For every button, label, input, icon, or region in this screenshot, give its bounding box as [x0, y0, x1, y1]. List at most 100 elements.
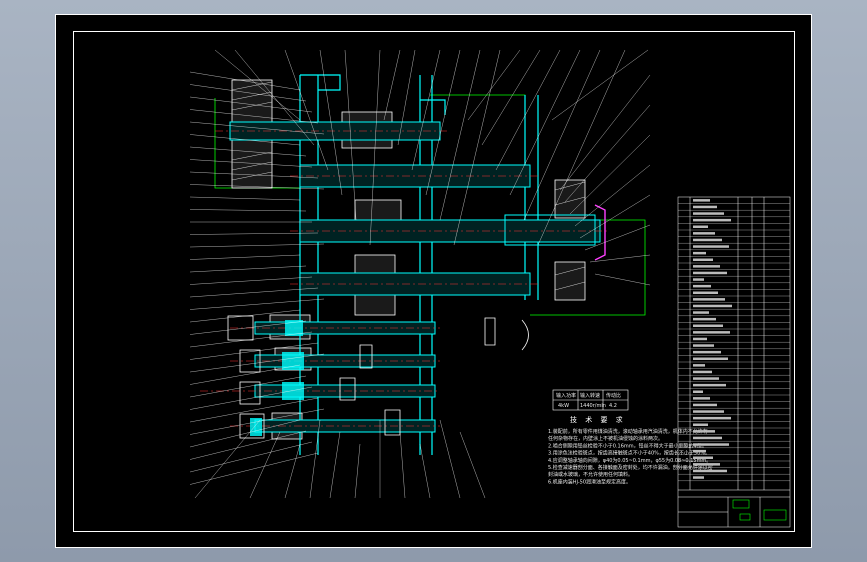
bom-row-fill: [693, 383, 726, 387]
leader-line: [481, 49, 541, 146]
hatching: [231, 81, 586, 291]
bom-row-fill: [693, 443, 729, 446]
spec-table: [552, 389, 629, 411]
leader-line: [189, 71, 301, 91]
leader-line: [189, 287, 319, 298]
spec-value-2: 1440r/min: [580, 403, 606, 409]
leader-line: [189, 320, 307, 335]
leader-line: [189, 375, 307, 398]
cyan-hubs: [250, 320, 304, 436]
leader-line: [439, 419, 461, 499]
leader-line: [284, 443, 301, 499]
leader-line: [495, 49, 561, 171]
leader-line: [569, 134, 651, 215]
bom-row-fill: [693, 370, 712, 374]
leader-line: [467, 49, 521, 121]
bom-row-fill: [693, 436, 722, 440]
bom-row-fill: [693, 225, 708, 228]
leader-line: [189, 441, 313, 473]
bom-row-fill: [693, 403, 717, 407]
tech-note-line: 1.装配前，所有零件用煤油清洗，滚动轴承用汽油清洗，机体内不允许有: [548, 428, 708, 435]
leader-line: [411, 49, 441, 171]
spec-table-text: 输入功率 输入转速 传动比 4kW 1440r/min 4.2: [556, 392, 621, 409]
leader-line: [189, 134, 301, 146]
leader-line: [189, 342, 319, 360]
leader-line: [551, 49, 649, 121]
leader-line: [594, 273, 651, 286]
tech-note-line: 6.机座内装HJ-50润滑油至规定高度。: [548, 478, 631, 485]
bom-rows: [678, 199, 790, 481]
bom-row-fill: [693, 311, 709, 314]
leader-line: [383, 49, 401, 121]
tech-note-line: 5.检查减速器剖分面、各接触面及密封处，均不许漏油。剖分面允许涂以密: [548, 464, 713, 471]
leader-line: [189, 265, 307, 273]
leader-line: [189, 397, 319, 423]
spec-header-1: 输入功率: [556, 392, 576, 399]
leader-line: [564, 104, 651, 203]
bom-row-fill: [693, 324, 723, 327]
bom-row-fill: [693, 364, 705, 367]
leader-line: [189, 298, 325, 310]
leader-line: [189, 196, 301, 201]
tech-note-line: 4.应调整轴承轴向间隙，φ40为0.05~0.1mm，φ55为0.08~0.15…: [548, 457, 711, 464]
leader-line: [189, 96, 313, 113]
bom-row-fill: [693, 304, 732, 308]
spec-header-3: 传动比: [606, 392, 621, 399]
bom-row-fill: [693, 291, 718, 294]
leader-line: [459, 431, 486, 499]
tech-notes: 1.装配前，所有零件用煤油清洗，滚动轴承用汽油清洗，机体内不允许有 任何杂物存在…: [548, 428, 713, 485]
bom-row-fill: [693, 212, 724, 215]
leader-line: [189, 184, 325, 190]
leader-line: [523, 49, 601, 221]
leader-line: [189, 146, 307, 157]
leader-line: [509, 49, 581, 196]
leader-line: [194, 419, 261, 499]
bom-row-fill: [693, 476, 704, 479]
bom-row-fill: [693, 416, 731, 420]
leader-line: [344, 49, 357, 221]
bom-row-fill: [693, 423, 708, 426]
tech-requirements-title: 技 术 要 求: [570, 415, 626, 424]
leader-line: [584, 224, 651, 251]
leader-line: [319, 49, 343, 196]
leader-line: [214, 49, 301, 121]
leader-line: [189, 243, 325, 248]
tech-note-line: 封油或水玻璃，不允许使用任何填料。: [548, 471, 633, 478]
leader-line: [399, 431, 406, 499]
bom-row-fill: [693, 205, 717, 209]
leader-line: [309, 419, 321, 499]
leader-line: [189, 254, 301, 260]
leader-line: [189, 109, 319, 124]
leader-line: [419, 443, 431, 499]
leader-line: [284, 49, 329, 171]
bom-row-fill: [693, 284, 711, 288]
leader-line: [189, 159, 313, 168]
bom-row-fill: [693, 397, 710, 400]
leader-line: [189, 452, 319, 485]
leader-line: [397, 49, 416, 146]
bom-row-fill: [693, 271, 727, 275]
bom-row-fill: [693, 265, 720, 268]
leader-line: [189, 353, 325, 373]
leader-line: [574, 164, 651, 227]
bom-row-fill: [693, 251, 706, 255]
bom-row-fill: [693, 218, 731, 222]
leader-line: [189, 309, 301, 323]
leader-line: [439, 49, 481, 221]
leader-line: [589, 254, 651, 263]
leader-line: [559, 74, 651, 191]
bom-row-fill: [693, 456, 713, 459]
leader-line: [329, 431, 341, 499]
tech-note-line: 2.啮合侧隙用铅丝检验不小于0.16mm，铅丝不得大于最小侧隙的4倍。: [548, 442, 707, 449]
leader-line: [537, 49, 626, 246]
leader-line: [189, 84, 307, 102]
bom-row-fill: [693, 278, 704, 281]
leader-line: [189, 419, 301, 448]
bom-row-fill: [693, 258, 713, 261]
tech-note-line: 3.用涂色法检验斑点，按齿高接触斑点不小于40%，按齿长不小于50%。: [548, 450, 710, 457]
spec-value-3: 4.2: [609, 403, 617, 409]
bom-row-fill: [693, 344, 714, 347]
leader-line: [234, 49, 315, 146]
bom-row-fill: [693, 377, 719, 380]
bom-row-fill: [693, 238, 722, 242]
